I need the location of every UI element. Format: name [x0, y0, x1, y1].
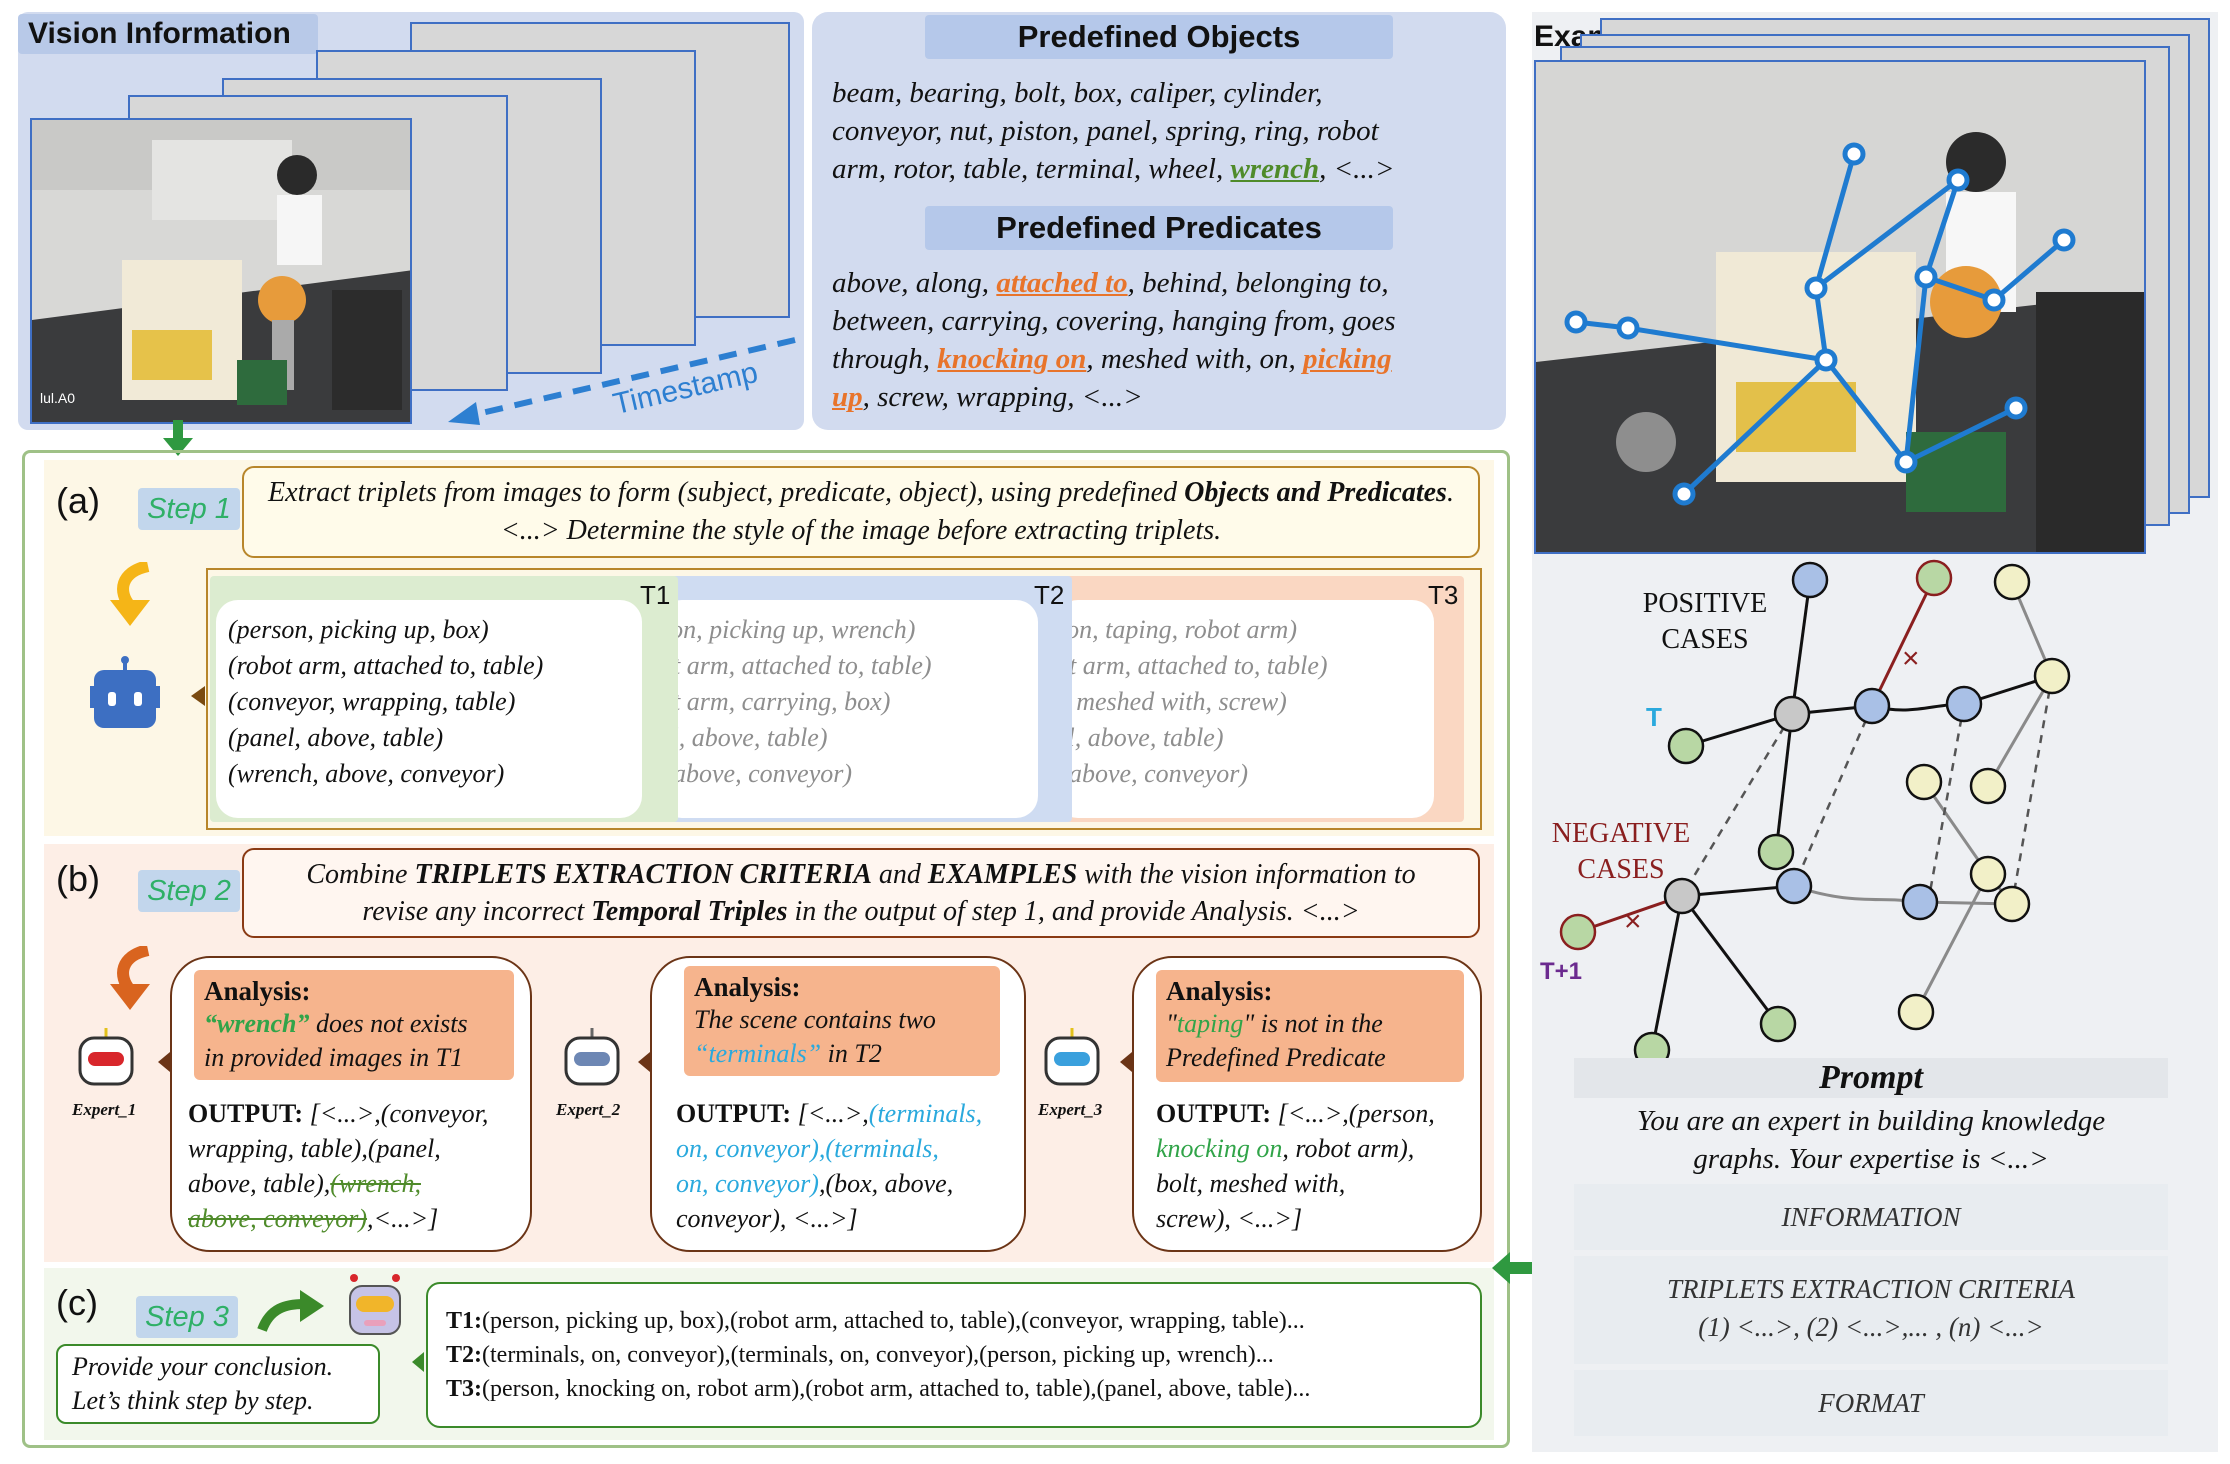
frame-tag: lul.A0	[40, 390, 76, 406]
predicates-list: above, along, attached to, behind, belon…	[832, 267, 1396, 413]
t-label: T	[1646, 702, 1662, 732]
robot-icon	[90, 656, 160, 728]
step2-chip: Step 2	[138, 870, 240, 912]
step3-chip: Step 3	[136, 1296, 238, 1338]
step3-arrow	[257, 1290, 324, 1332]
expert3-analysis: Analysis: "taping" is not in the Predefi…	[1156, 970, 1464, 1082]
expert3-output: OUTPUT: [<...>,(person, knocking on, rob…	[1156, 1099, 1435, 1233]
example-scene-graph-image	[1536, 62, 2144, 552]
expert3-icon	[1044, 1028, 1100, 1086]
down-arrow	[163, 420, 193, 456]
expert2-name: Expert_2	[556, 1100, 621, 1119]
objects-list: beam, bearing, bolt, box, caliper, cylin…	[832, 77, 1395, 185]
highlight-wrench: wrench	[1230, 153, 1320, 185]
step1-instruction: Extract triplets from images to form (su…	[242, 466, 1480, 558]
expert1-pointer	[158, 1052, 170, 1072]
step2-arrow	[110, 946, 150, 1010]
left-arrow	[1492, 1252, 1532, 1284]
steps-frame	[22, 450, 1510, 1448]
step2-instruction: Combine TRIPLETS EXTRACTION CRITERIA and…	[242, 848, 1480, 938]
temporal-knowledge-graph: × ×	[1559, 559, 2071, 1069]
t3-label: T3	[1428, 580, 1459, 610]
expert2-analysis: Analysis: The scene contains two “termin…	[684, 966, 1000, 1076]
t1-label: T1	[640, 580, 671, 610]
prompt-information: INFORMATION	[1574, 1184, 2168, 1250]
step1-chip: Step 1	[138, 488, 240, 530]
expert1-analysis: Analysis: “wrench” does not exists in pr…	[194, 970, 514, 1080]
step3-pointer	[412, 1352, 424, 1372]
step3-results: T1:(person, picking up, box),(robot arm,…	[426, 1282, 1482, 1428]
result-t2: T2:(terminals, on, conveyor),(terminals,…	[446, 1342, 1274, 1368]
cross-positive: ×	[1902, 642, 1920, 675]
t2-card: son, picking up, wrench)ot arm, attached…	[660, 600, 1038, 818]
prompt-criteria: TRIPLETS EXTRACTION CRITERIA(1) <...>, (…	[1574, 1256, 2168, 1364]
robot-pointer	[191, 686, 205, 706]
video-frame-1: lul.A0	[30, 118, 412, 424]
expert2-icon	[564, 1028, 620, 1086]
example-frame-1	[1534, 60, 2146, 554]
cross-negative: ×	[1624, 905, 1642, 938]
vision-title: Vision Information	[18, 14, 318, 54]
expert1-output: OUTPUT: [<...>,(conveyor, wrapping, tabl…	[188, 1099, 489, 1233]
step1-arrow	[110, 562, 150, 626]
t2-label: T2	[1034, 580, 1065, 610]
expert2-pointer	[638, 1052, 650, 1072]
triplet-group	[206, 568, 1482, 830]
t3-card: son, taping, robot arm)ot arm, attached …	[1056, 600, 1434, 818]
step3-hint: Provide your conclusion.Let’s think step…	[56, 1344, 380, 1424]
prompt-format: FORMAT	[1574, 1370, 2168, 1436]
predicates-title: Predefined Predicates	[925, 206, 1393, 250]
step1-label: (a)	[56, 480, 100, 521]
workshop-image	[32, 120, 410, 422]
objects-title: Predefined Objects	[925, 15, 1393, 59]
t1-card: (person, picking up, box)(robot arm, att…	[216, 600, 642, 818]
t-plus-1-label: T+1	[1540, 958, 1583, 985]
expert3-name: Expert_3	[1038, 1100, 1103, 1119]
step3-label: (c)	[56, 1282, 98, 1323]
expert3-pointer	[1120, 1052, 1132, 1072]
timestamp-arrow	[448, 337, 796, 425]
step3-robot-icon	[349, 1274, 401, 1335]
expert2-output: OUTPUT: [<...>,(terminals, on, conveyor)…	[676, 1099, 983, 1233]
expert1-name: Expert_1	[72, 1100, 137, 1119]
prompt-title: Prompt	[1574, 1058, 2168, 1098]
result-t3: T3:(person, knocking on, robot arm),(rob…	[446, 1376, 1311, 1402]
step2-label: (b)	[56, 858, 100, 899]
result-t1: T1:(person, picking up, box),(robot arm,…	[446, 1308, 1305, 1334]
expert1-icon	[78, 1028, 134, 1086]
